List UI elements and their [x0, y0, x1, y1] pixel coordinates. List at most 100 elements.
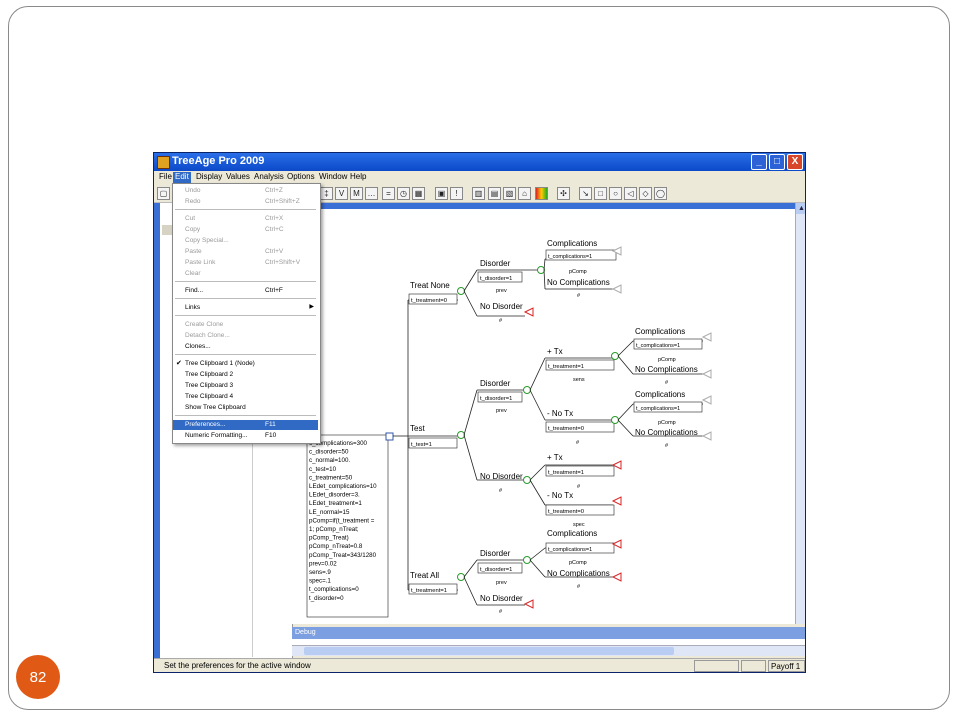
- report-icon[interactable]: ▧: [503, 187, 516, 200]
- close-button[interactable]: X: [787, 154, 803, 170]
- chance-node-icon[interactable]: [457, 431, 465, 439]
- table-icon[interactable]: ▦: [412, 187, 425, 200]
- menu-item-clear[interactable]: Clear: [173, 269, 318, 279]
- menu-analysis[interactable]: Analysis: [254, 172, 284, 181]
- tree-edge: [617, 340, 634, 357]
- clock-icon[interactable]: ◷: [397, 187, 410, 200]
- menu-item-numeric-formatting[interactable]: Numeric Formatting...F10: [173, 431, 318, 441]
- terminal-node-icon[interactable]: [523, 599, 534, 609]
- assignment-text: t_treatment=0: [548, 509, 584, 515]
- menu-item-copy-special[interactable]: Copy Special...: [173, 236, 318, 246]
- probability-text: #: [577, 584, 581, 590]
- menu-item-shortcut: Ctrl+V: [265, 248, 284, 255]
- menu-bar: File Edit Display Values Analysis Option…: [154, 171, 805, 183]
- menu-options[interactable]: Options: [287, 172, 315, 181]
- menu-item-shortcut: Ctrl+C: [265, 226, 284, 233]
- new-document-icon[interactable]: ▢: [157, 187, 170, 200]
- ellipsis-icon[interactable]: …: [365, 187, 378, 200]
- terminal-node-icon[interactable]: [611, 572, 622, 582]
- menu-item-tree-clipboard-1-node[interactable]: ✔Tree Clipboard 1 (Node): [173, 359, 318, 369]
- menu-display[interactable]: Display: [196, 172, 223, 181]
- probability-text: prev: [496, 288, 507, 294]
- scroll-thumb[interactable]: [304, 647, 674, 655]
- chance-node-icon[interactable]: [523, 556, 531, 564]
- assignment-box: [545, 504, 615, 516]
- terminal-node-icon[interactable]: [611, 539, 622, 549]
- circle-node-icon[interactable]: ○: [609, 187, 622, 200]
- terminal-node-icon[interactable]: [611, 246, 622, 256]
- menu-item-label: Preferences...: [185, 421, 226, 428]
- menu-item-clones[interactable]: Clones...: [173, 342, 318, 352]
- variable-icon[interactable]: V: [335, 187, 348, 200]
- vertical-scrollbar[interactable]: ▲: [795, 203, 805, 624]
- chance-node-icon[interactable]: [537, 266, 545, 274]
- terminal-node-icon[interactable]: [611, 496, 622, 506]
- menu-item-label: Tree Clipboard 4: [185, 393, 234, 400]
- terminal-node-icon[interactable]: [701, 431, 712, 441]
- chance-node-icon[interactable]: [523, 386, 531, 394]
- terminal-node-icon[interactable]: [701, 395, 712, 405]
- branch-label: No Complications: [547, 569, 610, 578]
- color-icon[interactable]: [535, 187, 548, 200]
- decision-node-icon[interactable]: [385, 432, 394, 441]
- menu-item-label: Numeric Formatting...: [185, 432, 248, 439]
- tree-edge: [463, 269, 478, 292]
- horizontal-scrollbar[interactable]: [292, 645, 805, 656]
- menu-values[interactable]: Values: [226, 172, 250, 181]
- grid-icon[interactable]: ▤: [488, 187, 501, 200]
- terminal-node-icon[interactable]: ◁: [624, 187, 637, 200]
- bar-chart-icon[interactable]: ▥: [472, 187, 485, 200]
- menu-item-find[interactable]: Find...Ctrl+F: [173, 286, 318, 296]
- move-icon[interactable]: ✣: [557, 187, 570, 200]
- menu-item-tree-clipboard-3[interactable]: Tree Clipboard 3: [173, 381, 318, 391]
- image-icon[interactable]: ▣: [435, 187, 448, 200]
- terminal-node-icon[interactable]: [611, 460, 622, 470]
- terminal-node-icon[interactable]: [701, 332, 712, 342]
- label-node-icon[interactable]: ◯: [654, 187, 667, 200]
- terminal-node-icon[interactable]: [523, 307, 534, 317]
- branch-label: Complications: [635, 327, 685, 336]
- lock-icon[interactable]: ⌂: [518, 187, 531, 200]
- probability-text: spec: [573, 522, 585, 528]
- chance-node-icon[interactable]: [457, 573, 465, 581]
- window-title: TreeAge Pro 2009: [172, 155, 265, 167]
- menu-window[interactable]: Window: [319, 172, 348, 181]
- chance-node-icon[interactable]: [457, 287, 465, 295]
- menu-item-preferences[interactable]: Preferences...F11: [173, 420, 318, 430]
- payoff-indicator: Payoff 1: [768, 660, 805, 672]
- chance-node-icon[interactable]: [611, 416, 619, 424]
- equals-icon[interactable]: =: [382, 187, 395, 200]
- menu-item-create-clone[interactable]: Create Clone: [173, 320, 318, 330]
- terminal-node-icon[interactable]: [611, 284, 622, 294]
- menu-help[interactable]: Help: [350, 172, 367, 181]
- maximize-button[interactable]: □: [769, 154, 785, 170]
- definition-line: c_complications=300: [309, 440, 368, 447]
- menu-file[interactable]: File: [159, 172, 172, 181]
- branch-label: Complications: [547, 529, 597, 538]
- scroll-up-icon[interactable]: ▲: [796, 203, 805, 214]
- menu-item-detach-clone[interactable]: Detach Clone...: [173, 331, 318, 341]
- markov-icon[interactable]: M: [350, 187, 363, 200]
- menu-item-links[interactable]: Links▶: [173, 303, 318, 313]
- menu-item-tree-clipboard-2[interactable]: Tree Clipboard 2: [173, 370, 318, 380]
- minimize-button[interactable]: _: [751, 154, 767, 170]
- square-node-icon[interactable]: □: [594, 187, 607, 200]
- terminal-node-icon[interactable]: [701, 369, 712, 379]
- menu-item-tree-clipboard-4[interactable]: Tree Clipboard 4: [173, 392, 318, 402]
- probability-text: sens: [573, 377, 585, 383]
- menu-edit[interactable]: Edit: [173, 172, 191, 183]
- markov-node-icon[interactable]: ◇: [639, 187, 652, 200]
- menu-item-show-tree-clipboard[interactable]: Show Tree Clipboard: [173, 403, 318, 413]
- alert-icon[interactable]: !: [450, 187, 463, 200]
- chance-node-icon[interactable]: [611, 352, 619, 360]
- menu-separator: [175, 354, 316, 355]
- chance-node-icon[interactable]: [523, 476, 531, 484]
- debug-panel-header[interactable]: Debug: [292, 627, 805, 639]
- arrow-icon[interactable]: ↘: [579, 187, 592, 200]
